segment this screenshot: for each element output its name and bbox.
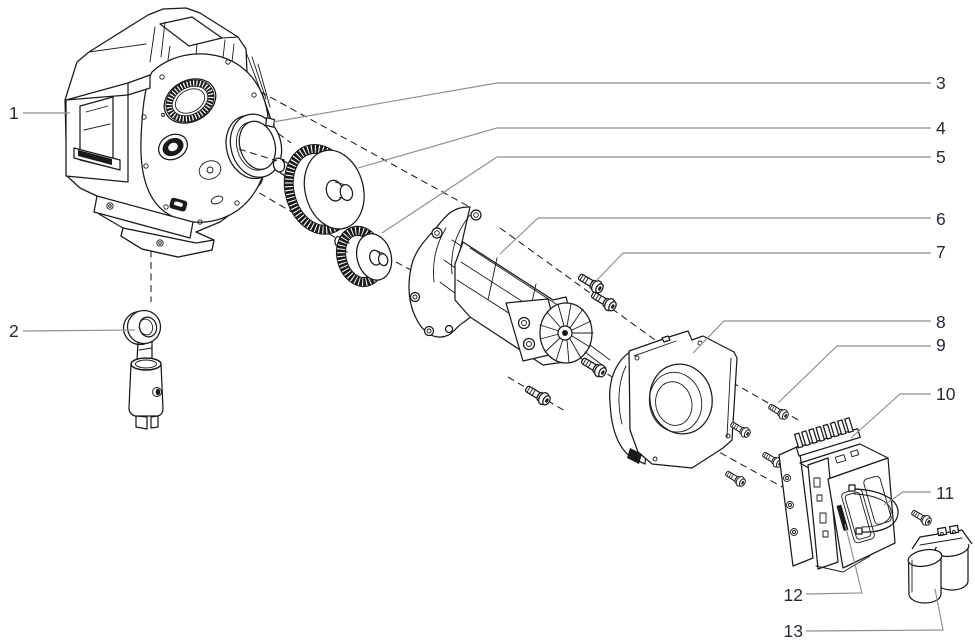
part-4-large-gear: [272, 144, 365, 235]
part-6-motor: [408, 206, 611, 369]
callout-4-leader: [357, 127, 931, 169]
ring-gear-bore: [163, 78, 217, 124]
callout-10-leader: [850, 393, 931, 439]
callout-7-number: 7: [936, 242, 946, 262]
part-10-control-board-assembly: [778, 417, 896, 573]
callout-12-leader: [805, 523, 863, 595]
callout-3-leader: [272, 82, 931, 123]
motor-fan: [539, 302, 611, 369]
axis-line-6: [499, 227, 659, 343]
callout-3-number: 3: [936, 73, 946, 93]
callout-11-number: 11: [936, 483, 954, 503]
leader-lines: [22, 82, 944, 632]
bearing-bore: [157, 133, 189, 161]
callout-2-leader: [22, 329, 136, 332]
callout-10-number: 10: [936, 384, 956, 404]
axis-line-1: [249, 85, 469, 207]
part-1-gear-housing: [64, 7, 272, 258]
callout-13-number: 13: [784, 621, 803, 641]
part-2-connecting-rod: [122, 309, 164, 430]
part-11-wire-bail: [848, 484, 934, 535]
callout-8-leader: [692, 320, 931, 354]
callout-9-leader: [777, 345, 931, 404]
callout-5-number: 5: [936, 147, 946, 167]
axis-lines-front: [238, 148, 278, 162]
callout-6-leader: [499, 217, 931, 255]
callout-2-number: 2: [9, 321, 19, 341]
callout-13-leader: [805, 588, 944, 632]
heat-sink: [793, 417, 861, 457]
callout-12-number: 12: [784, 585, 803, 605]
callout-7-leader: [596, 252, 931, 281]
axis-line-3: [238, 148, 278, 162]
part-8-motor-baffle: [609, 330, 738, 469]
callout-9-number: 9: [936, 335, 946, 355]
callout-4-number: 4: [936, 118, 946, 138]
part-13-capacitor: [907, 524, 973, 604]
callout-11-leader: [883, 491, 931, 506]
callout-5-leader: [381, 156, 931, 234]
callout-6-number: 6: [936, 209, 946, 229]
part-5-small-gear: [334, 225, 393, 288]
callout-8-number: 8: [936, 312, 946, 332]
callout-1-number: 1: [9, 103, 19, 123]
